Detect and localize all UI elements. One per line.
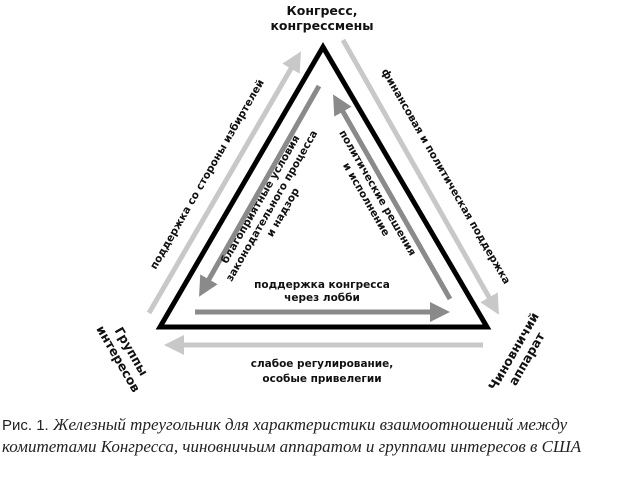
caption-text: Железный треугольник для характеристики … [2,415,582,456]
svg-text:законодательного процесса: законодательного процесса [224,128,321,283]
svg-text:через лобби: через лобби [284,292,360,304]
arrow-outer-right [340,38,499,315]
arrow-inner-right [333,94,453,301]
label-outer-bottom: слабое регулирование, особые привелегии [251,358,394,385]
label-inner-bottom: поддержка конгресса через лобби [254,279,390,304]
triangle [155,42,492,330]
svg-text:Конгресс,: Конгресс, [287,3,358,18]
node-interest-groups: Группы интересов [93,323,151,395]
iron-triangle-diagram: Конгресс, конгрессмены Группы интересов … [93,3,548,395]
node-bureaucracy: Чиновничий аппарат [485,310,548,393]
arrow-inner-left [199,84,322,297]
svg-text:поддержка конгресса: поддержка конгресса [254,279,390,291]
svg-text:особые привелегии: особые привелегии [262,373,381,385]
arrow-outer-left [146,51,302,315]
figure-caption: Рис. 1. Железный треугольник для характе… [2,414,637,457]
svg-text:слабое регулирование,: слабое регулирование, [251,358,394,370]
figure-number: Рис. 1. [2,417,49,434]
svg-text:конгрессмены: конгрессмены [270,18,373,33]
node-congress: Конгресс, конгрессмены [270,3,373,33]
